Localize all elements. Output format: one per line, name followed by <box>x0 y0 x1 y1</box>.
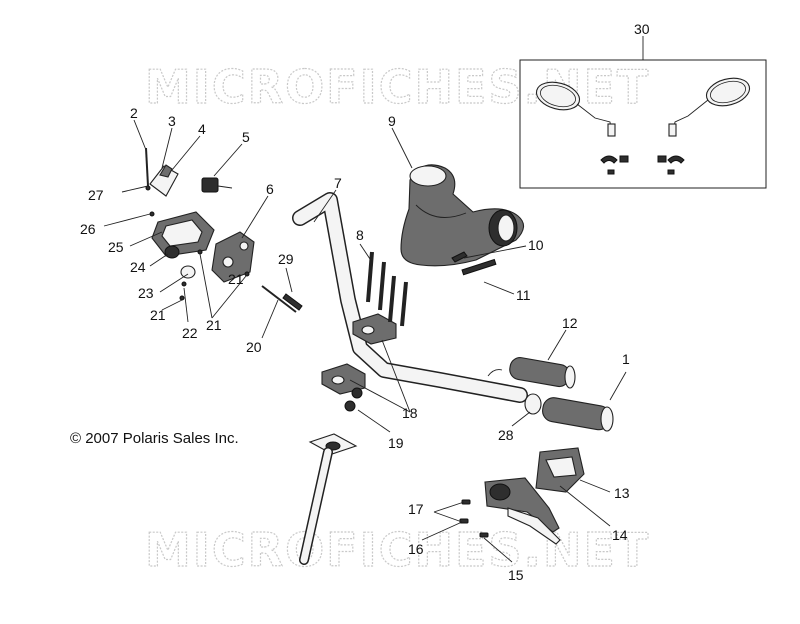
callout-21a: 21 <box>150 307 166 323</box>
callout-18: 18 <box>402 405 418 421</box>
spring-clip <box>282 293 303 311</box>
callout-30: 30 <box>634 21 650 37</box>
callout-21c: 21 <box>228 271 244 287</box>
callout-7: 7 <box>334 175 342 191</box>
callout-28: 28 <box>498 427 514 443</box>
switch-housing-group <box>145 147 255 301</box>
handlebar-clamps <box>321 313 397 395</box>
callout-23: 23 <box>138 285 154 301</box>
callout-14: 14 <box>612 527 628 543</box>
grip-plug <box>524 393 542 415</box>
callout-15: 15 <box>508 567 524 583</box>
callout-5: 5 <box>242 129 250 145</box>
callout-3: 3 <box>168 113 176 129</box>
callout-25: 25 <box>108 239 124 255</box>
callout-26: 26 <box>80 221 96 237</box>
clamp-nut <box>344 400 356 412</box>
screw <box>479 532 489 538</box>
right-mirror-adapter <box>667 155 685 164</box>
callout-1: 1 <box>622 351 630 367</box>
callout-4: 4 <box>198 121 206 137</box>
callout-11: 11 <box>516 287 531 303</box>
mirror-kit-group <box>519 36 767 189</box>
steering-post <box>299 433 358 565</box>
callout-numbers: 1 2 3 4 5 6 7 8 9 10 11 12 13 14 15 16 1… <box>80 21 650 583</box>
grip-right <box>542 397 614 432</box>
callout-16: 16 <box>408 541 424 557</box>
left-mirror-stem <box>607 123 616 137</box>
guard-clip <box>461 258 497 276</box>
callout-29: 29 <box>278 251 294 267</box>
callout-13: 13 <box>614 485 630 501</box>
right-mirror-stem <box>668 123 677 137</box>
callout-20: 20 <box>246 339 262 355</box>
pin <box>261 285 297 313</box>
handlebar <box>292 192 528 403</box>
watermark-bottom: MICROFICHES.NET <box>145 523 650 577</box>
leader-lines <box>103 119 627 563</box>
hand-guard <box>400 164 525 267</box>
throttle-brake-assembly <box>484 447 585 545</box>
switch-button <box>201 177 219 193</box>
right-mirror <box>705 77 751 107</box>
callout-22: 22 <box>182 325 198 341</box>
clamp-nut <box>351 387 363 399</box>
callout-19: 19 <box>388 435 404 451</box>
callout-6: 6 <box>266 181 274 197</box>
left-mirror <box>535 81 581 111</box>
callout-2: 2 <box>130 105 138 121</box>
callout-21b: 21 <box>206 317 222 333</box>
copyright-text: © 2007 Polaris Sales Inc. <box>70 430 239 447</box>
callout-17: 17 <box>408 501 424 517</box>
left-mirror-adapter <box>600 155 618 164</box>
callout-27: 27 <box>88 187 104 203</box>
guard-bolt <box>451 251 468 263</box>
callout-10: 10 <box>528 237 544 253</box>
grip-left <box>509 357 576 389</box>
callout-12: 12 <box>562 315 578 331</box>
callout-8: 8 <box>356 227 364 243</box>
screw <box>461 499 471 505</box>
grommet <box>164 245 180 259</box>
callout-9: 9 <box>388 113 396 129</box>
callout-24: 24 <box>130 259 146 275</box>
